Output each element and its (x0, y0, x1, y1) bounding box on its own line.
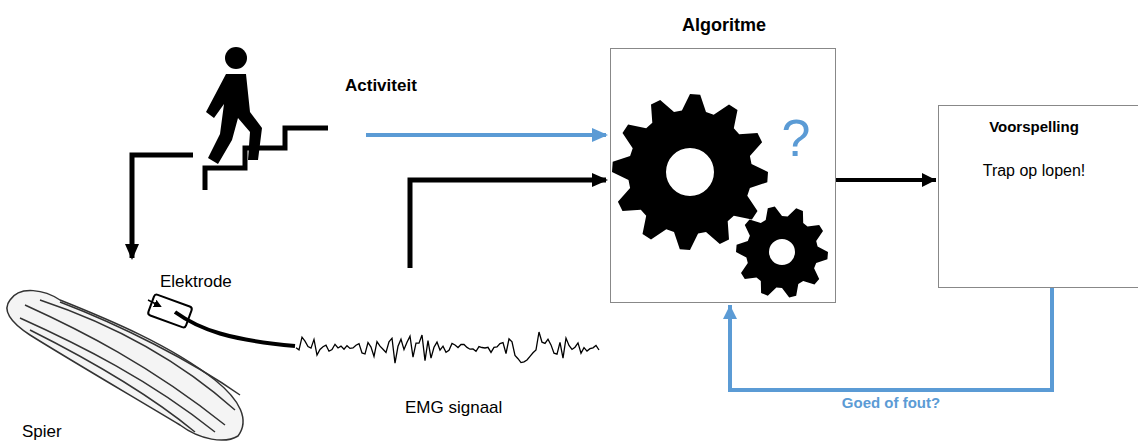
activity-label: Activiteit (345, 76, 417, 96)
box-title: Voorspelling (939, 118, 1129, 135)
activity-to-muscle-arrow (132, 155, 193, 258)
algorithm-box: Algoritme? (610, 48, 836, 303)
muscle-illustration (7, 291, 295, 441)
signal-label: EMG signaal (405, 398, 502, 418)
edge-label: Goed of fout? (839, 394, 943, 411)
emg-signal (296, 332, 599, 363)
muscle-label: Spier (22, 422, 62, 442)
connector-arrow (836, 173, 936, 187)
stairs-person-icon (205, 47, 328, 190)
gear-icon (736, 207, 828, 298)
connector-arrow (723, 288, 1052, 390)
emg-arrow (410, 180, 606, 268)
prediction-text: Trap op lopen! (939, 162, 1129, 180)
electrode-label: Elektrode (160, 272, 232, 292)
box-title: Algoritme (611, 15, 837, 36)
question-mark: ? (771, 109, 821, 169)
gear-icon (612, 94, 768, 250)
prediction-box: VoorspellingTrap op lopen! (938, 105, 1138, 288)
activity-arrow (366, 133, 606, 137)
